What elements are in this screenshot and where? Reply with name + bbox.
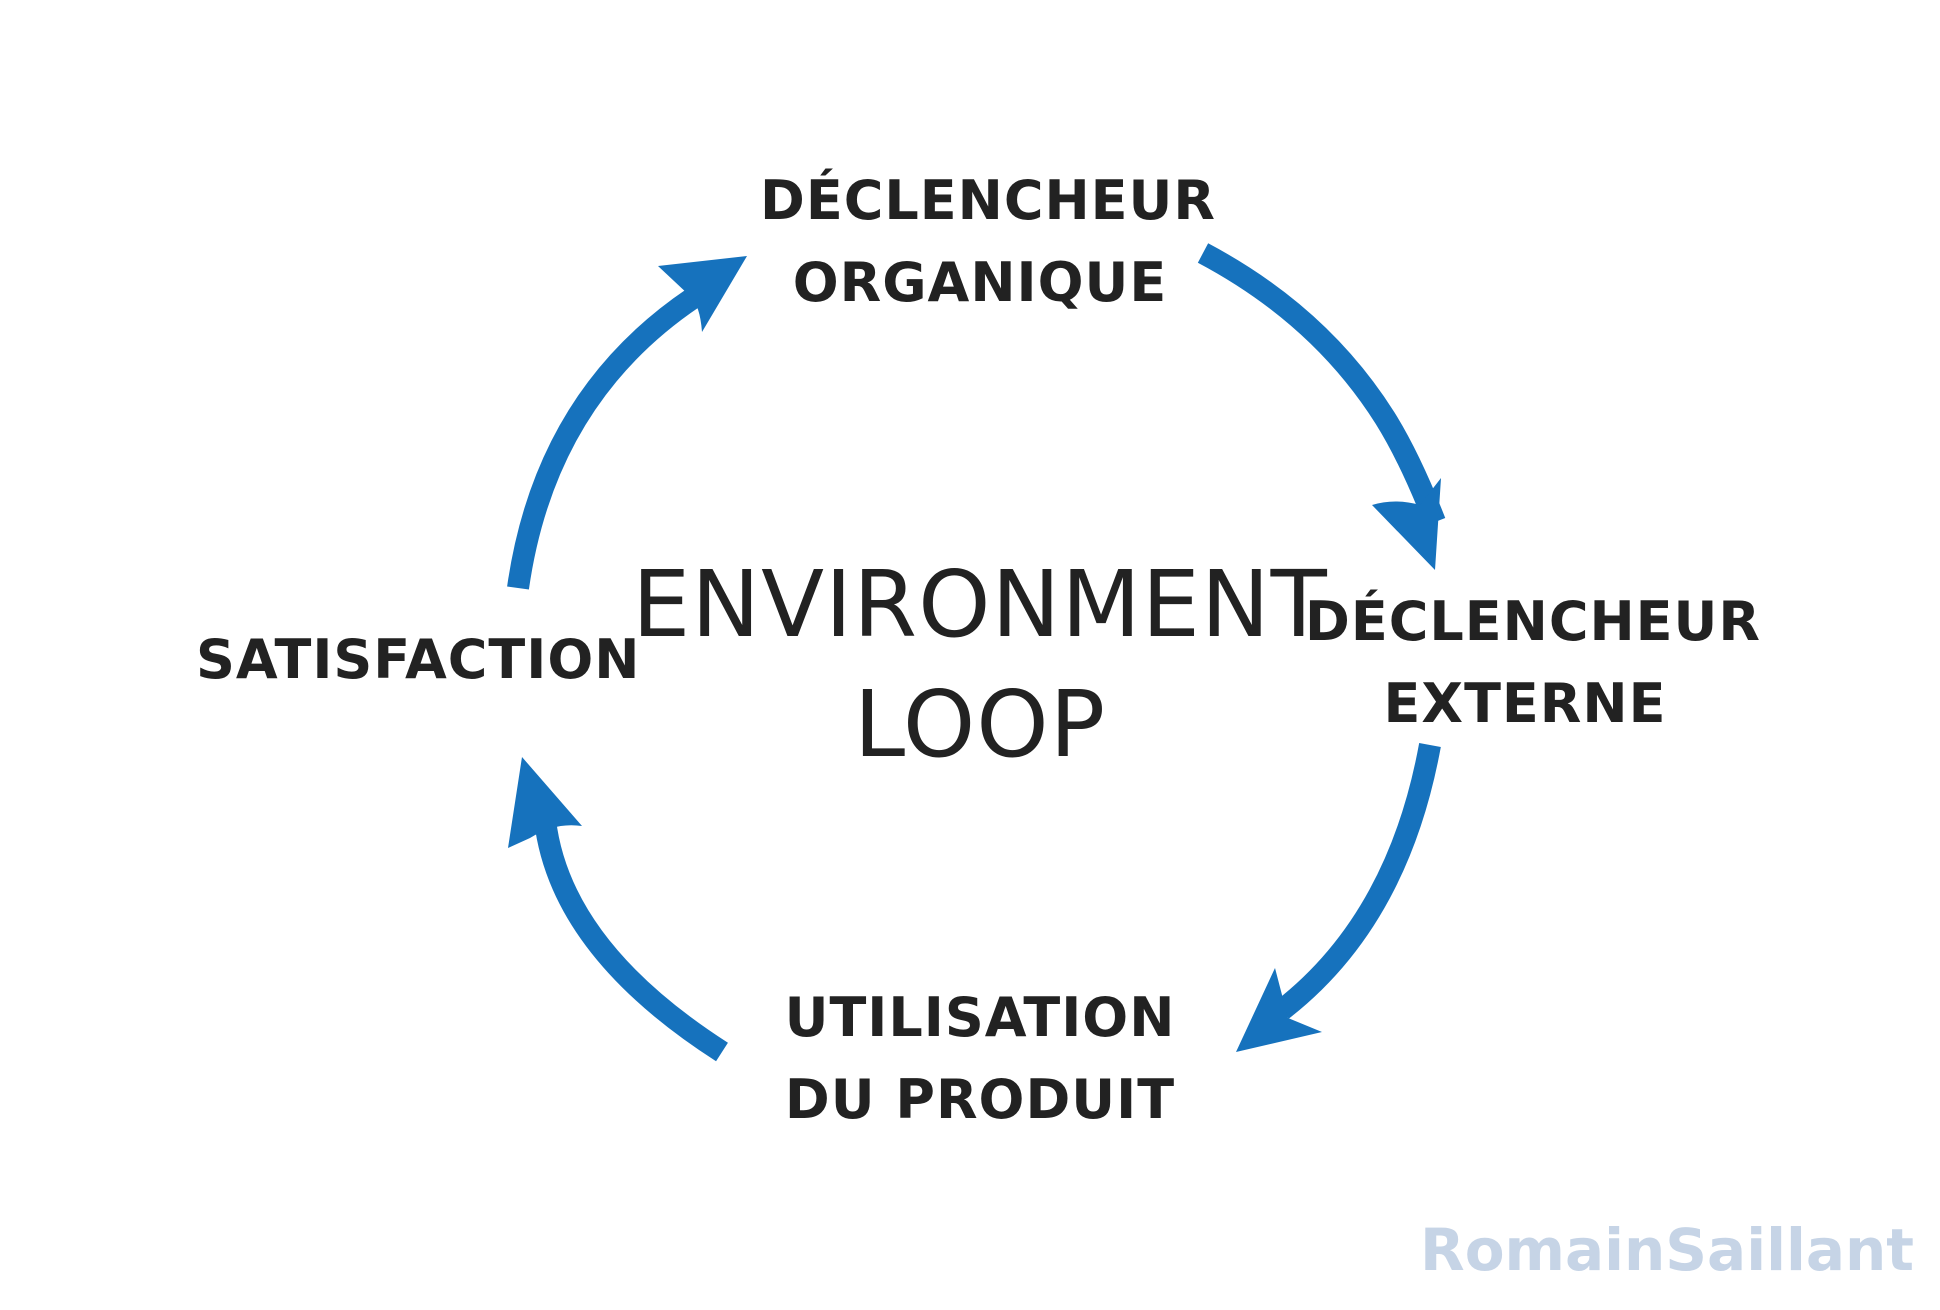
node-label-line: EXTERNE <box>1383 672 1667 735</box>
arrow-organic-to-external <box>1197 243 1446 570</box>
node-product-usage: UTILISATION DU PRODUIT <box>760 977 1200 1141</box>
node-satisfaction: SATISFACTION <box>196 619 641 701</box>
arrow-head <box>508 757 582 848</box>
arrow-head <box>1236 968 1322 1052</box>
arrow-head <box>1372 478 1441 570</box>
arrow-external-to-usage <box>1236 743 1441 1052</box>
node-label-line: SATISFACTION <box>196 628 641 691</box>
diagram-title-line: LOOP <box>853 671 1107 778</box>
node-organic-trigger: DÉCLENCHEUR ORGANIQUE <box>760 160 1216 324</box>
node-label-line: DÉCLENCHEUR <box>760 169 1216 232</box>
node-label-line: ORGANIQUE <box>792 251 1168 314</box>
node-label-line: UTILISATION <box>784 986 1176 1049</box>
node-label-line: DU PRODUIT <box>784 1068 1176 1131</box>
arrow-head <box>658 256 747 332</box>
arrow-shaft <box>1275 743 1441 1019</box>
arrow-shaft <box>534 818 728 1062</box>
author-watermark: RomainSaillant <box>1420 1216 1914 1284</box>
node-external-trigger: DÉCLENCHEUR EXTERNE <box>1305 581 1761 745</box>
arrow-satisfaction-to-organic <box>507 256 747 590</box>
node-label-line: DÉCLENCHEUR <box>1305 590 1761 653</box>
arrow-shaft <box>507 288 700 590</box>
arrow-shaft <box>1197 243 1446 527</box>
diagram-title: ENVIRONMENT LOOP <box>620 545 1340 785</box>
arrow-usage-to-satisfaction <box>508 757 728 1062</box>
diagram-title-line: ENVIRONMENT <box>632 551 1328 658</box>
